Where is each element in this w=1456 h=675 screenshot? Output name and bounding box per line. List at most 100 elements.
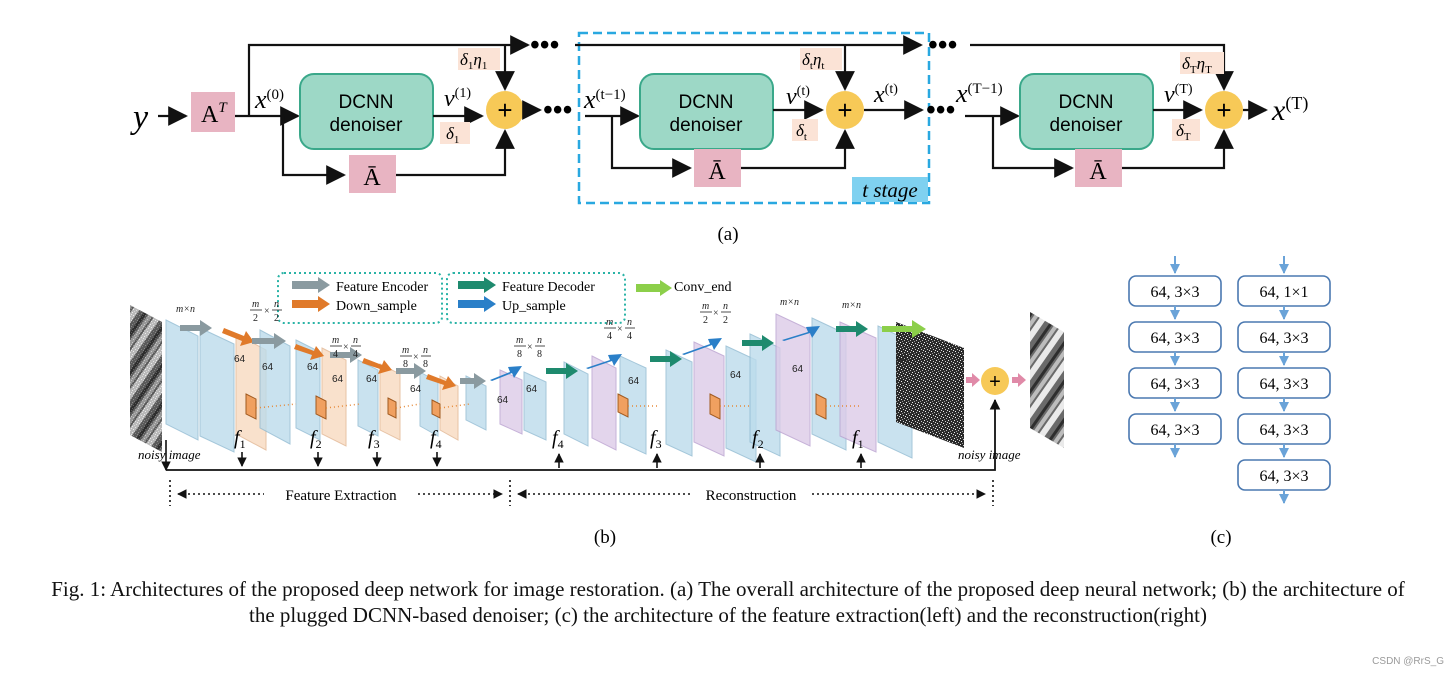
f-labels: f1 f2 f3 f4 f4 f3 f2 f1	[234, 427, 864, 451]
legend-down-sample: Down_sample	[336, 299, 417, 314]
res-m2-d: 2	[253, 313, 258, 324]
legend-up-sample: Up_sample	[502, 299, 566, 314]
res-m8-d: 8	[403, 359, 408, 370]
dcnn-T-line1: DCNN	[1059, 92, 1114, 113]
res-m4-n: m	[332, 335, 339, 346]
res-m4-d: 4	[333, 349, 338, 360]
adder-b	[981, 367, 1009, 395]
restored-output-image	[1030, 312, 1064, 448]
res-dec-n4-d: 4	[627, 331, 632, 342]
mid-dots-1: •••	[543, 95, 572, 126]
conv-layer-label: 64, 3×3	[1259, 422, 1308, 439]
feat-sq-f4	[431, 399, 441, 419]
legend-conv-end: Conv_end	[674, 280, 732, 295]
down-arrow-3	[362, 358, 392, 374]
encoder-layers	[165, 319, 487, 453]
res-dec-n2-n: n	[723, 301, 728, 312]
f2-enc: f2	[310, 427, 322, 451]
to-adder-arrow	[966, 373, 980, 387]
res-label-mxn-2: m×n	[780, 297, 799, 308]
ch-label-10: 64	[730, 370, 742, 381]
res-m4-x: ×	[343, 342, 349, 353]
ch-label-2: 64	[262, 362, 274, 373]
skip-dots-1	[255, 403, 297, 409]
res-dec-m2-x: ×	[713, 308, 719, 319]
top-dots-1: •••	[530, 30, 559, 61]
mid-dots-2: •••	[926, 95, 955, 126]
conv-layer-label: 64, 3×3	[1259, 376, 1308, 393]
f1-enc: f1	[234, 427, 246, 451]
bottom-axis	[169, 480, 994, 506]
t-stage-label: t stage	[862, 178, 917, 202]
delta-T-bg	[1172, 119, 1200, 141]
dcnn-1-line1: DCNN	[339, 92, 394, 113]
skip-arrows	[161, 440, 866, 471]
noise-residual-map	[896, 322, 964, 448]
delta-eta-T-bg	[1180, 52, 1224, 74]
up-arrow-2	[586, 354, 622, 369]
from-adder-arrow	[1012, 373, 1026, 387]
legend-up-arrow	[458, 296, 496, 312]
adder-1-plus: +	[497, 95, 512, 125]
feat-sq-f3	[387, 397, 397, 419]
enc-layer-7	[357, 359, 379, 437]
delta-eta-1-label: δ1η1	[460, 50, 487, 72]
panel-a-label: (a)	[717, 224, 738, 245]
ch-label-9: 64	[628, 376, 640, 387]
dec-layer-12	[839, 321, 877, 453]
feat-sq-f1	[245, 393, 257, 420]
ch-label-1: 64	[234, 354, 246, 365]
up-arrow-4	[782, 326, 820, 341]
adder-T	[1205, 91, 1243, 129]
legend-encoder-box	[277, 272, 443, 324]
legend-feature-decoder: Feature Decoder	[502, 280, 595, 295]
conv-layer-label: 64, 3×3	[1150, 330, 1199, 347]
res-dec-m4-x: ×	[617, 324, 623, 335]
res-m2-n: m	[252, 299, 259, 310]
legend-conv-end-arrow	[636, 280, 672, 296]
skip-dots-3	[395, 403, 421, 409]
res-dec-n8-n: n	[537, 335, 542, 346]
delta-eta-t-bg	[800, 48, 842, 70]
skip-dots	[255, 403, 860, 409]
res-dec-n4-n: n	[627, 317, 632, 328]
enc-layer-6	[321, 347, 347, 447]
adder-b-plus: +	[989, 371, 1001, 393]
res-n2-n: n	[274, 299, 279, 310]
delta-eta-T-label: δTηT	[1182, 54, 1212, 76]
abar-T-to-adder	[1122, 129, 1234, 170]
res-dec-m8-n: m	[516, 335, 523, 346]
res-dec-m4-n: m	[606, 317, 613, 328]
xt-minus-1-label: x(t−1)	[583, 85, 626, 114]
feature-extraction-label: Feature Extraction	[285, 488, 397, 504]
enc-arrow-1	[180, 320, 212, 336]
enc-arrow-5	[460, 373, 486, 389]
abar-1-to-adder	[396, 129, 515, 177]
up-arrow-1	[490, 366, 522, 381]
res-dec-n2-d: 2	[723, 315, 728, 326]
enc-arrow-2	[252, 333, 286, 349]
conv-layer-label: 64, 3×3	[1259, 468, 1308, 485]
abar-T-label: Ā	[1089, 159, 1107, 185]
res-m8-x: ×	[413, 352, 419, 363]
flow-arrows	[180, 320, 1026, 390]
skip-dots-2	[325, 403, 361, 409]
v1-label: v(1)	[444, 86, 471, 112]
dec-layer-7	[693, 341, 725, 457]
watermark: CSDN @RrS_G	[1372, 656, 1444, 667]
legend-decoder-box	[446, 272, 626, 324]
feat-sq-dec-f3	[617, 393, 629, 418]
delta-T-label: δT	[1176, 121, 1191, 143]
down-arrow-1	[222, 328, 254, 346]
f3-enc: f3	[368, 427, 380, 451]
f3-dec: f3	[650, 427, 662, 451]
xT-minus-1-label: x(T−1)	[955, 79, 1003, 108]
panel-c-left-stack: 64, 3×364, 3×364, 3×364, 3×3	[1128, 256, 1222, 458]
delta-eta-1-bg	[458, 48, 500, 70]
top-bypass-line-3	[970, 43, 1234, 91]
dec-arrow-2	[650, 351, 682, 367]
vt-label: v(t)	[786, 84, 810, 110]
f1-dec: f1	[852, 427, 864, 451]
enc-arrow-3	[330, 347, 362, 363]
